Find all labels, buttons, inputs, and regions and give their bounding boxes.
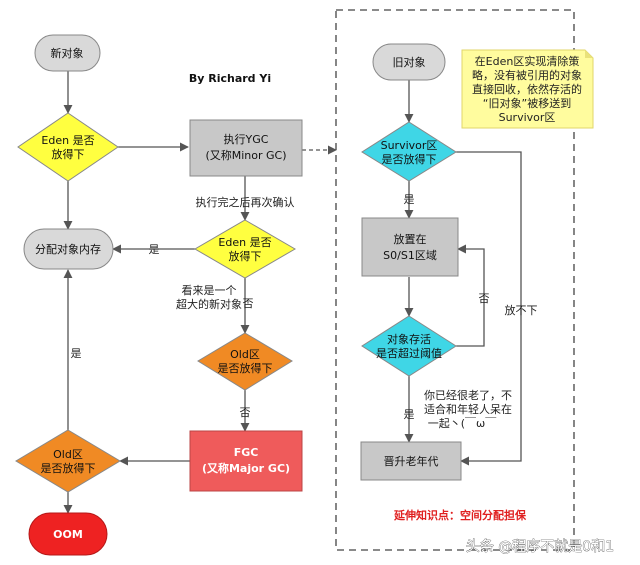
age-check-line1: 对象存活 — [387, 332, 431, 346]
exec-ygc-node — [189, 119, 303, 177]
yes-survivor-label: 是 — [404, 193, 415, 206]
promote-old-label: 晋升老年代 — [384, 454, 439, 468]
edge-survivor-no-fit — [456, 151, 522, 466]
no-age-label: 否 — [479, 292, 490, 305]
eden-note-line1: 在Eden区实现清除策 — [475, 54, 580, 68]
new-object-label: 新对象 — [51, 46, 84, 60]
old-comment-line1: 你已经很老了，不 — [424, 388, 512, 402]
eden-note-line2: 略，没有被引用的对象 — [472, 68, 582, 82]
oom-node — [28, 512, 108, 556]
no-eden2-label: 否 — [243, 297, 254, 310]
promote-old-node — [360, 441, 462, 481]
eden-check-2-node — [194, 219, 296, 279]
old-object-label: 旧对象 — [393, 55, 426, 69]
old-check-1-line2: 是否放得下 — [218, 361, 273, 375]
footer-note: 延伸知识点：空间分配担保 — [393, 508, 527, 522]
big-object-line1: 看来是一个 — [182, 283, 237, 297]
survivor-section-frame — [335, 9, 575, 551]
eden-note-line5: Survivor区 — [499, 111, 556, 124]
age-check-line2: 是否超过阈值 — [376, 346, 442, 360]
s0s1-line1: 放置在 — [394, 232, 427, 246]
eden-check-2-line1: Eden 是否 — [218, 236, 271, 249]
old-comment-line2: 适合和年轻人呆在 — [424, 402, 512, 416]
old-check-2-line2: 是否放得下 — [41, 461, 96, 475]
old-check-1-line1: Old区 — [230, 348, 260, 361]
survivor-check-line1: Survivor区 — [381, 139, 438, 152]
eden-note-fold — [585, 50, 593, 58]
oom-label: OOM — [53, 528, 83, 541]
s0s1-line2: S0/S1区域 — [383, 249, 437, 262]
survivor-check-line2: 是否放得下 — [382, 152, 437, 166]
allocate-node — [23, 228, 114, 270]
exec-ygc-line2: (又称Minor GC) — [205, 148, 286, 162]
author-credit: By Richard Yi — [189, 72, 271, 85]
fgc-line1: FGC — [234, 446, 259, 459]
fgc-line2: (又称Major GC) — [202, 461, 290, 475]
s0s1-node — [361, 217, 459, 277]
eden-check-2-line2: 放得下 — [229, 249, 262, 263]
big-object-line2: 超大的新对象 — [176, 297, 242, 311]
yes-allocate-label: 是 — [149, 243, 160, 256]
no-fit-label: 放不下 — [505, 303, 538, 317]
fgc-node — [189, 430, 303, 492]
survivor-check-node — [361, 121, 457, 182]
age-check-node — [361, 315, 457, 377]
new-object-node — [34, 34, 101, 72]
eden-check-1-line1: Eden 是否 — [41, 134, 94, 147]
eden-check-1-node — [17, 112, 119, 182]
exec-ygc-line1: 执行YGC — [224, 132, 269, 146]
old-check-2-line1: Old区 — [53, 448, 83, 461]
old-check-1-node — [197, 332, 293, 391]
allocate-label: 分配对象内存 — [35, 242, 101, 256]
old-object-node — [372, 43, 446, 81]
eden-note-line3: 直接回收，依然存活的 — [472, 82, 582, 96]
edges — [63, 70, 522, 514]
eden-note — [461, 49, 594, 129]
old-comment-line3: 一起丶(￣ω￣ — [428, 416, 497, 430]
edge-age-no-loop — [456, 244, 485, 347]
no-old1-label: 否 — [240, 406, 251, 419]
old-check-2-node — [15, 429, 121, 493]
eden-check-1-line2: 放得下 — [52, 147, 85, 161]
yes-age-label: 是 — [404, 408, 415, 421]
watermark: 头条 @程序不就是0和1 — [466, 538, 614, 555]
recheck-label: 执行完之后再次确认 — [196, 195, 295, 209]
eden-note-line4: “旧对象”被移送到 — [483, 96, 571, 110]
yes-old2-label: 是 — [71, 347, 82, 360]
